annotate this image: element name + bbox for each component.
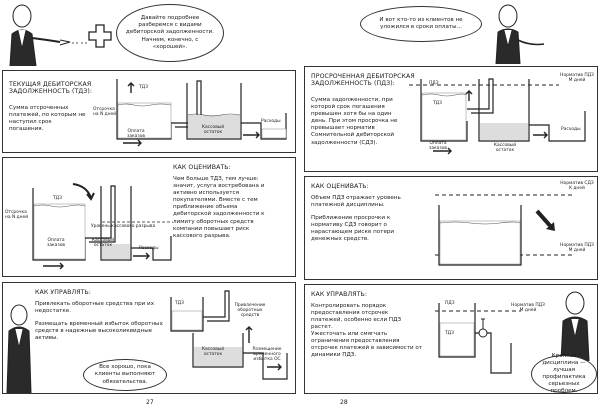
tdz-payment-label: Оплата заказов	[127, 129, 145, 139]
tdz-cash-label: Кассовый остаток	[201, 125, 225, 135]
plus-icon	[88, 24, 112, 48]
right-page: И вот кто-то из клиентов не уложился в с…	[300, 0, 600, 410]
evaluate-payment-label: Оплата заказов	[47, 238, 65, 248]
manage-cash-label: Кассовый остаток	[201, 347, 225, 357]
manage-p2: Размещать временный избыток оборотных ср…	[35, 321, 163, 342]
pdz-manage-diagram	[435, 303, 521, 374]
page-number-left: 27	[146, 399, 154, 406]
left-page: Давайте подробнее разберемся с видами де…	[2, 4, 296, 406]
pdz-manage-norm-label: Норматив ПДЗ M дней	[511, 303, 545, 313]
tdz-manage-panel: Как управлять: Привлекать оборотные сред…	[2, 282, 296, 394]
pdz-payment-label: Оплата заказов	[429, 141, 447, 151]
pdz-manage-tdz-label: ТДЗ	[445, 331, 454, 336]
manage-speech-bubble: Все хорошо, пока клиенты выполняют обяза…	[83, 359, 167, 391]
pdz-cash-label: Кассовый остаток	[493, 143, 517, 153]
pdz-manage-title: Как управлять:	[311, 291, 368, 298]
evaluate-gap-label: Уровень кассового разрыва	[91, 224, 156, 229]
pdz-definition-panel: Просроченная дебиторская задолженность (…	[304, 66, 598, 172]
page-number-right: 28	[340, 399, 348, 406]
pdz-body: Сумма задолженности, при которой срок по…	[311, 97, 398, 146]
pdz-manage-bubble-text: Крепкая дисциплина — лучшая профилактика…	[542, 352, 586, 395]
pdz-eval-norm-sdz-label: Норматив СДЗ K дней	[560, 181, 594, 191]
worker-illustration	[6, 304, 32, 394]
pdz-evaluate-title: Как оценивать:	[311, 183, 369, 190]
tdz-evaluate-panel: Как оценивать: Чем больше ТДЗ, тем лучше…	[2, 157, 296, 277]
pdz-manage-p2: Ужесточать или смягчать ограничения пред…	[311, 331, 423, 359]
evaluate-body: Чем больше ТДЗ, тем лучше: значит, услуг…	[173, 176, 265, 239]
tdz-deferral-label: Отсрочка на N дней	[93, 107, 117, 117]
evaluate-expenses-label: Расходы	[139, 246, 159, 251]
manage-vessels-diagram	[170, 290, 288, 380]
tdz-vessel-label: ТДЗ	[139, 85, 148, 90]
right-intro-speech-bubble: И вот кто-то из клиентов не уложился в с…	[360, 6, 482, 42]
pdz-expenses-label: Расходы	[561, 127, 581, 132]
tdz-title: Текущая дебиторская задолженность (ТДЗ):	[9, 81, 93, 96]
pdz-vessel-label-pdz: ПДЗ	[429, 81, 439, 86]
intro-bubble-text: Давайте подробнее разберемся с видами де…	[125, 15, 215, 50]
elderly-man-illustration	[495, 4, 545, 65]
pdz-manage-speech-bubble: Крепкая дисциплина — лучшая профилактика…	[531, 352, 597, 395]
pdz-norm-label: Норматив ПДЗ M дней	[560, 73, 594, 83]
manage-placement-label: Размещение временного избытка ОС	[252, 347, 282, 362]
manage-title: Как управлять:	[35, 289, 92, 296]
manage-tdz-label: ТДЗ	[175, 301, 184, 306]
right-intro-bubble-text: И вот кто-то из клиентов не уложился в с…	[379, 16, 463, 30]
businessman-illustration	[9, 4, 87, 67]
tdz-body: Сумма отсроченных платежей, по которым н…	[9, 105, 86, 133]
pdz-eval-norm-pdz-label: Норматив ПДЗ M дней	[560, 243, 594, 253]
tdz-evaluate-diagram	[32, 183, 173, 270]
pdz-manage-panel: Как управлять: Контролировать порядок пр…	[304, 284, 598, 394]
manage-attract-label: Привлечение оборотных средств	[234, 303, 266, 318]
manage-p1: Привлекать оборотные средства при их нед…	[35, 301, 155, 315]
pdz-manage-p1: Контролировать порядок предоставления от…	[311, 303, 402, 331]
pdz-vessel-label-tdz: ТДЗ	[433, 101, 442, 106]
tdz-vessels-diagram	[116, 79, 287, 147]
pdz-evaluate-panel: Как оценивать: Объем ПДЗ отражает уровен…	[304, 176, 598, 280]
intro-speech-bubble: Давайте подробнее разберемся с видами де…	[116, 4, 224, 62]
evaluate-cash-label: Кассовый остаток	[91, 238, 115, 248]
elderly-man-manage-illustration	[560, 291, 590, 362]
evaluate-tdz-label: ТДЗ	[53, 196, 62, 201]
tdz-expenses-label: Расходы	[261, 119, 281, 124]
pdz-evaluate-p2: Приближение просрочки к нормативу СДЗ го…	[311, 215, 395, 243]
pdz-evaluate-diagram	[435, 194, 575, 266]
evaluate-deferral-label: Отсрочка на N дней	[5, 210, 29, 220]
pdz-title: Просроченная дебиторская задолженность (…	[311, 73, 415, 88]
pdz-vessels-diagram	[409, 78, 586, 155]
tdz-definition-panel: Текущая дебиторская задолженность (ТДЗ):…	[2, 70, 296, 153]
manage-bubble-text: Все хорошо, пока клиенты выполняют обяза…	[94, 364, 156, 385]
evaluate-title: Как оценивать:	[173, 164, 231, 171]
pdz-manage-pdz-label: ПДЗ	[445, 301, 455, 306]
pdz-evaluate-p1: Объем ПДЗ отражает уровень платежной дис…	[311, 195, 401, 209]
